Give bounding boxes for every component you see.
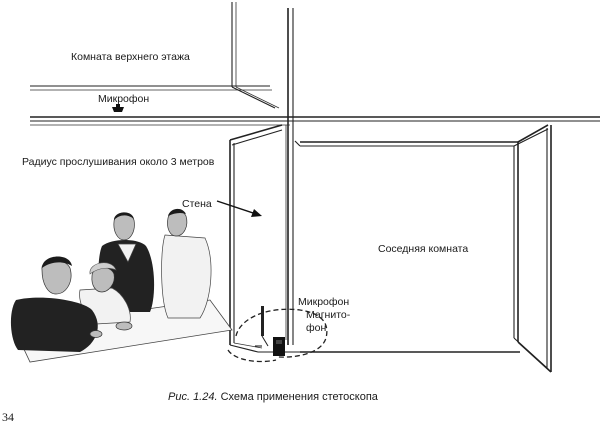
caption-text: Схема применения стетоскопа	[218, 391, 379, 403]
central-wall	[285, 8, 294, 345]
label-upper-room: Комната верхнего этажа	[71, 51, 190, 63]
tape-recorder	[273, 337, 285, 356]
neighbor-room	[294, 124, 552, 373]
figure-caption: Рис. 1.24. Схема применения стетоскопа	[168, 391, 379, 403]
bottom-microphone	[255, 306, 269, 347]
label-recorder-line1: Магнито-	[306, 309, 351, 321]
label-wall: Стена	[182, 198, 212, 210]
label-neighbor-room: Соседняя комната	[378, 243, 468, 255]
caption-prefix: Рис. 1.24.	[168, 391, 218, 403]
upper-floor	[30, 2, 600, 126]
label-radius: Радиус прослушивания около 3 метров	[22, 156, 215, 168]
label-recorder-line2: фон	[306, 322, 326, 334]
label-microphone-top: Микрофон	[98, 93, 149, 105]
left-room	[229, 124, 300, 353]
people-illustration	[10, 208, 233, 363]
page-number: 34	[2, 410, 14, 423]
top-microphone	[112, 104, 124, 112]
listening-radius	[227, 308, 328, 363]
wall-arrow	[216, 200, 262, 217]
label-microphone-bottom: Микрофон	[298, 296, 349, 308]
